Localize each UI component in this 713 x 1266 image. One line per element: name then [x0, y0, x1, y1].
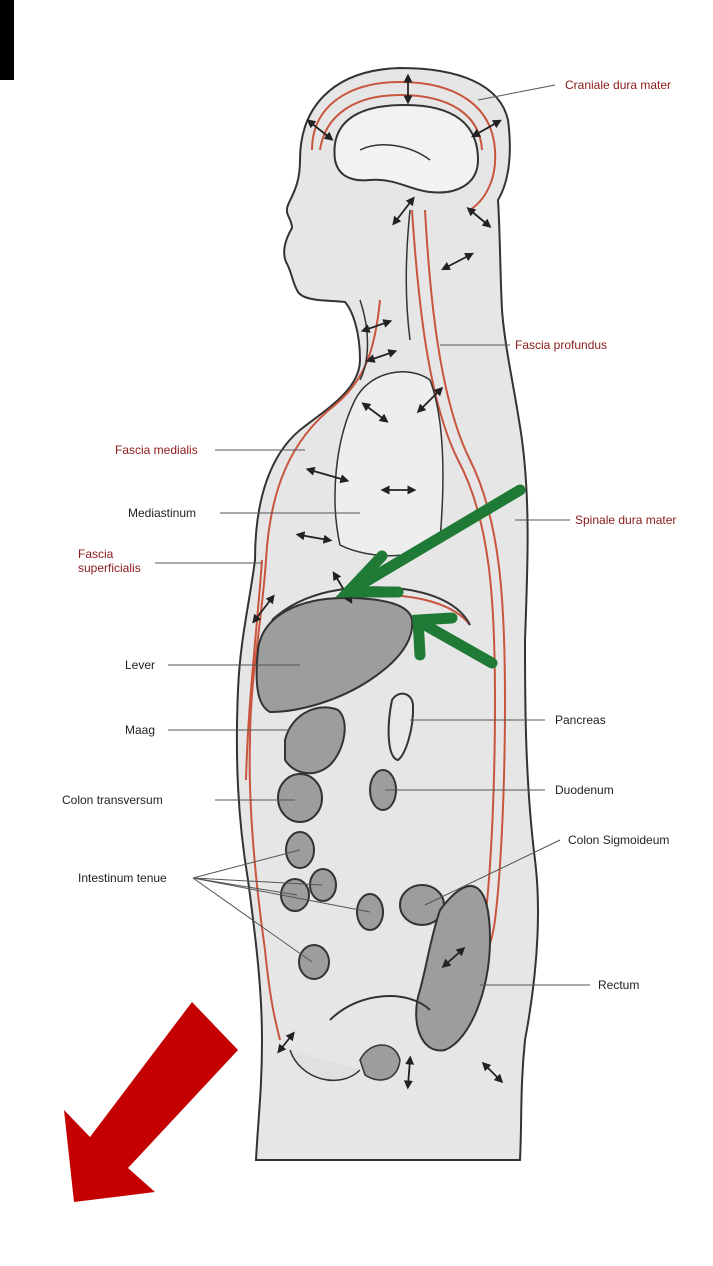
label-fascia: Fascia	[78, 547, 113, 561]
label-lever: Lever	[125, 658, 155, 672]
label-colon-transversum: Colon transversum	[62, 793, 163, 807]
label-duodenum: Duodenum	[555, 783, 614, 797]
label-rectum: Rectum	[598, 978, 639, 992]
label-pancreas: Pancreas	[555, 713, 606, 727]
colon-transversum	[278, 774, 322, 822]
label-superficialis: superficialis	[78, 561, 141, 575]
label-fascia-profundus: Fascia profundus	[515, 338, 607, 352]
label-maag: Maag	[125, 723, 155, 737]
label-craniale-dura-mater: Craniale dura mater	[565, 78, 671, 92]
label-colon-sigmoideum: Colon Sigmoideum	[568, 833, 669, 847]
label-intestinum-tenue: Intestinum tenue	[78, 871, 167, 885]
red-arrow-icon	[64, 1002, 238, 1202]
label-mediastinum: Mediastinum	[128, 506, 196, 520]
label-spinale-dura-mater: Spinale dura mater	[575, 513, 676, 527]
label-fascia-medialis: Fascia medialis	[115, 443, 198, 457]
